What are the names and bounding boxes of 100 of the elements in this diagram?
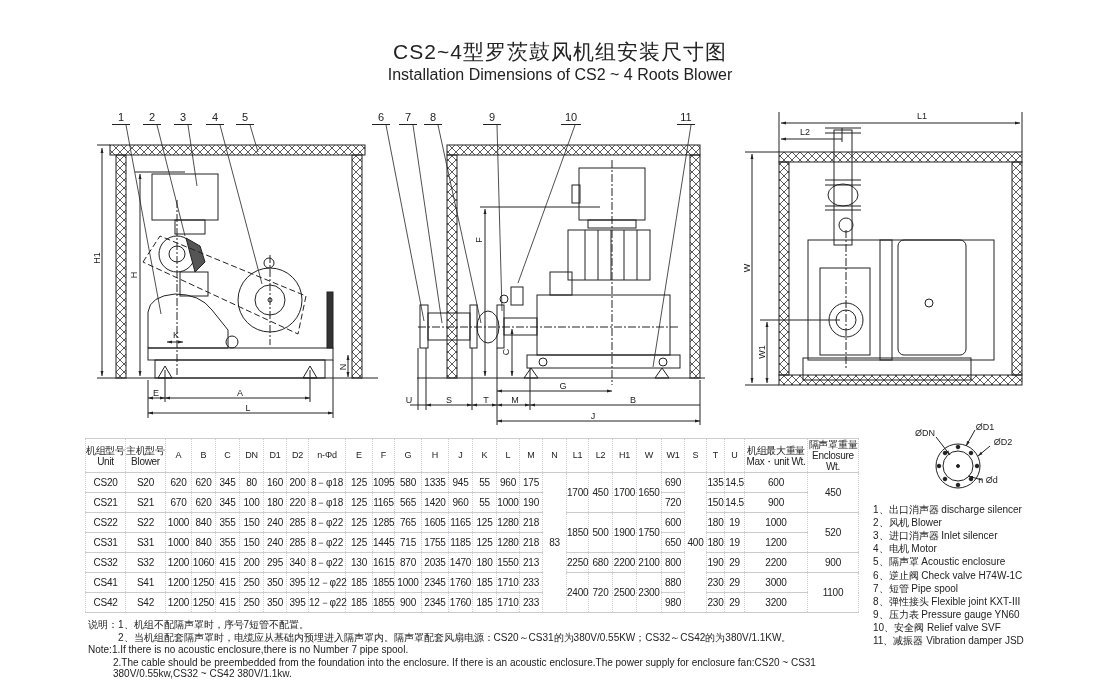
parts-list-item: 10、安全阀 Relief valve SVF	[873, 620, 1001, 635]
column-header: DN	[239, 438, 264, 473]
table-value: 1280	[496, 512, 520, 533]
column-header: L	[496, 438, 520, 473]
column-header: U	[724, 438, 745, 473]
dimension-label: S	[446, 395, 452, 405]
table-value: 1760	[448, 572, 473, 593]
parts-list-item: 4、电机 Motor	[873, 542, 937, 557]
table-value: 1605	[421, 512, 449, 533]
dimension-label: ØD1	[975, 422, 995, 432]
table-value: 55	[472, 472, 497, 493]
table-value: 125	[345, 492, 373, 513]
table-value: 945	[448, 472, 473, 493]
dimension-label: ØDN	[915, 428, 935, 438]
callout-number: 11	[677, 111, 695, 125]
table-value: 220	[286, 492, 309, 513]
table-value: 1250	[191, 572, 216, 593]
table-value: CS41	[85, 572, 126, 593]
dimension-label: F	[474, 237, 484, 243]
table-value: S31	[125, 532, 166, 553]
table-value: 230	[706, 592, 725, 613]
table-value: 250	[239, 592, 264, 613]
table-value: 1250	[191, 592, 216, 613]
table-value: 2345	[421, 572, 449, 593]
table-value: 1335	[421, 472, 449, 493]
leader-line	[187, 124, 198, 187]
column-header: B	[191, 438, 216, 473]
table-value: 1000	[744, 512, 808, 533]
table-value: 29	[724, 552, 745, 573]
table-value: 450	[588, 472, 613, 513]
table-value: 1850	[566, 512, 589, 553]
column-header: 机组型号 Unit	[85, 438, 126, 473]
table-value: 8－φ18	[308, 492, 346, 513]
dimension-label: N	[338, 363, 348, 371]
table-value: 345	[215, 472, 240, 493]
leader-line	[156, 124, 186, 237]
table-value: 1000	[496, 492, 520, 513]
table-value: 185	[472, 572, 497, 593]
table-value: 680	[588, 552, 613, 573]
table-value: 180	[472, 552, 497, 573]
table-value: 200	[286, 472, 309, 493]
table-value: 14.5	[724, 492, 745, 513]
column-header: J	[448, 438, 473, 473]
leader-line	[385, 124, 425, 322]
table-value: 12－φ22	[308, 572, 346, 593]
column-header: n-Φd	[308, 438, 346, 473]
column-header: A	[165, 438, 192, 473]
table-value: 29	[724, 592, 745, 613]
note-text: 说明：1、机组不配隔声罩时，序号7短管不配置。	[88, 618, 310, 632]
leader-line	[219, 124, 263, 285]
dimension-label: L2	[800, 127, 810, 137]
subtitle: Installation Dimensions of CS2 ~ 4 Roots Blower	[387, 66, 733, 84]
table-value: 125	[345, 532, 373, 553]
table-value: 1185	[448, 532, 473, 553]
dimension-label: T	[483, 395, 489, 405]
leader-line	[517, 124, 576, 284]
table-value: 180	[706, 532, 725, 553]
table-value: 565	[394, 492, 422, 513]
column-header: D1	[263, 438, 287, 473]
table-value: 340	[286, 552, 309, 573]
table-value: 600	[744, 472, 808, 493]
table-value: 150	[239, 512, 264, 533]
column-header: C	[215, 438, 240, 473]
table-value: 250	[239, 572, 264, 593]
table-value: 180	[263, 492, 287, 513]
table-value: 500	[588, 512, 613, 553]
table-value: 2035	[421, 552, 449, 573]
table-value: 8－φ22	[308, 552, 346, 573]
table-value: CS42	[85, 592, 126, 613]
column-header: K	[472, 438, 497, 473]
table-value: 3000	[744, 572, 808, 593]
table-value: 1000	[394, 572, 422, 593]
table-value: 1855	[372, 572, 395, 593]
table-value: 240	[263, 512, 287, 533]
column-header: H1	[612, 438, 637, 473]
dimension-label: G	[559, 381, 567, 391]
table-value: 175	[519, 472, 543, 493]
column-header: M	[519, 438, 543, 473]
table-value: 12－φ22	[308, 592, 346, 613]
table-value: 580	[394, 472, 422, 493]
table-value: 1200	[165, 572, 192, 593]
parts-list-item: 2、风机 Blower	[873, 516, 942, 530]
column-header: S	[684, 438, 707, 473]
table-value: 1060	[191, 552, 216, 573]
table-value: S42	[125, 592, 166, 613]
table-value: 1095	[372, 472, 395, 493]
table-value: 960	[496, 472, 520, 493]
leader-line	[496, 124, 503, 312]
table-value: CS31	[85, 532, 126, 553]
table-value: 285	[286, 532, 309, 553]
table-value: 125	[345, 512, 373, 533]
column-header: W1	[661, 438, 685, 473]
table-value: 200	[239, 552, 264, 573]
parts-list-item: 11、减振器 Vibration damper JSD	[873, 634, 1024, 648]
dimension-label: B	[630, 395, 636, 405]
table-value: 1755	[421, 532, 449, 553]
table-value: 1710	[496, 572, 520, 593]
table-value: 80	[239, 472, 264, 493]
table-value: S22	[125, 512, 166, 533]
table-value: 1200	[165, 592, 192, 613]
